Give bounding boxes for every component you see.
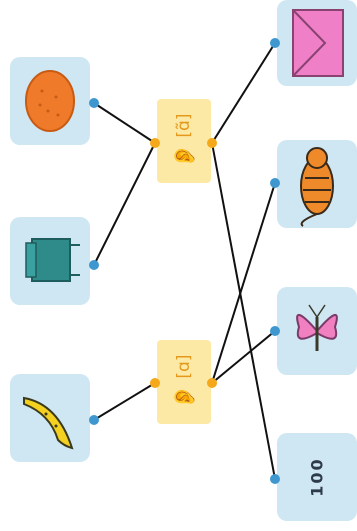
dot-tiger[interactable] [270, 178, 280, 188]
dot-number[interactable] [270, 474, 280, 484]
dot-nasal-right[interactable] [207, 138, 217, 148]
line-oral-to-butterfly [211, 330, 276, 384]
tiger-icon [300, 147, 334, 227]
dot-oral-right[interactable] [207, 378, 217, 388]
dot-oral-left[interactable] [150, 378, 160, 388]
card-butterfly[interactable] [277, 287, 357, 375]
dot-envelope[interactable] [270, 38, 280, 48]
label-oral-a: 👂 [ɑ] [157, 340, 211, 424]
line-banana-to-oral [93, 382, 156, 421]
card-tiger[interactable] [277, 140, 357, 228]
card-envelope[interactable] [277, 0, 357, 86]
dot-bench[interactable] [89, 260, 99, 270]
banana-icon [23, 396, 74, 450]
envelope-icon [292, 9, 344, 77]
line-oral-to-tiger [211, 182, 276, 384]
orange-icon [25, 70, 75, 132]
line-bench-to-nasal [93, 142, 156, 266]
card-number[interactable]: 100 [277, 433, 357, 521]
label-nasal-a: 👂 [ɑ̃] [157, 99, 211, 183]
line-nasal-to-number [211, 142, 276, 480]
card-bench[interactable] [10, 217, 90, 305]
dot-nasal-left[interactable] [150, 138, 160, 148]
card-orange[interactable] [10, 57, 90, 145]
line-nasal-to-envelope [211, 42, 276, 144]
ear-icon: 👂 [172, 384, 196, 410]
ear-icon: 👂 [172, 143, 196, 169]
butterfly-icon [296, 304, 338, 351]
card-banana[interactable] [10, 374, 90, 462]
bench-icon [25, 238, 80, 282]
number-text: 100 [307, 457, 327, 497]
ipa-nasal-a: [ɑ̃] [174, 113, 194, 138]
ipa-oral-a: [ɑ] [174, 354, 194, 379]
dot-orange[interactable] [89, 98, 99, 108]
dot-banana[interactable] [89, 415, 99, 425]
dot-butterfly[interactable] [270, 326, 280, 336]
line-orange-to-nasal [93, 102, 156, 144]
